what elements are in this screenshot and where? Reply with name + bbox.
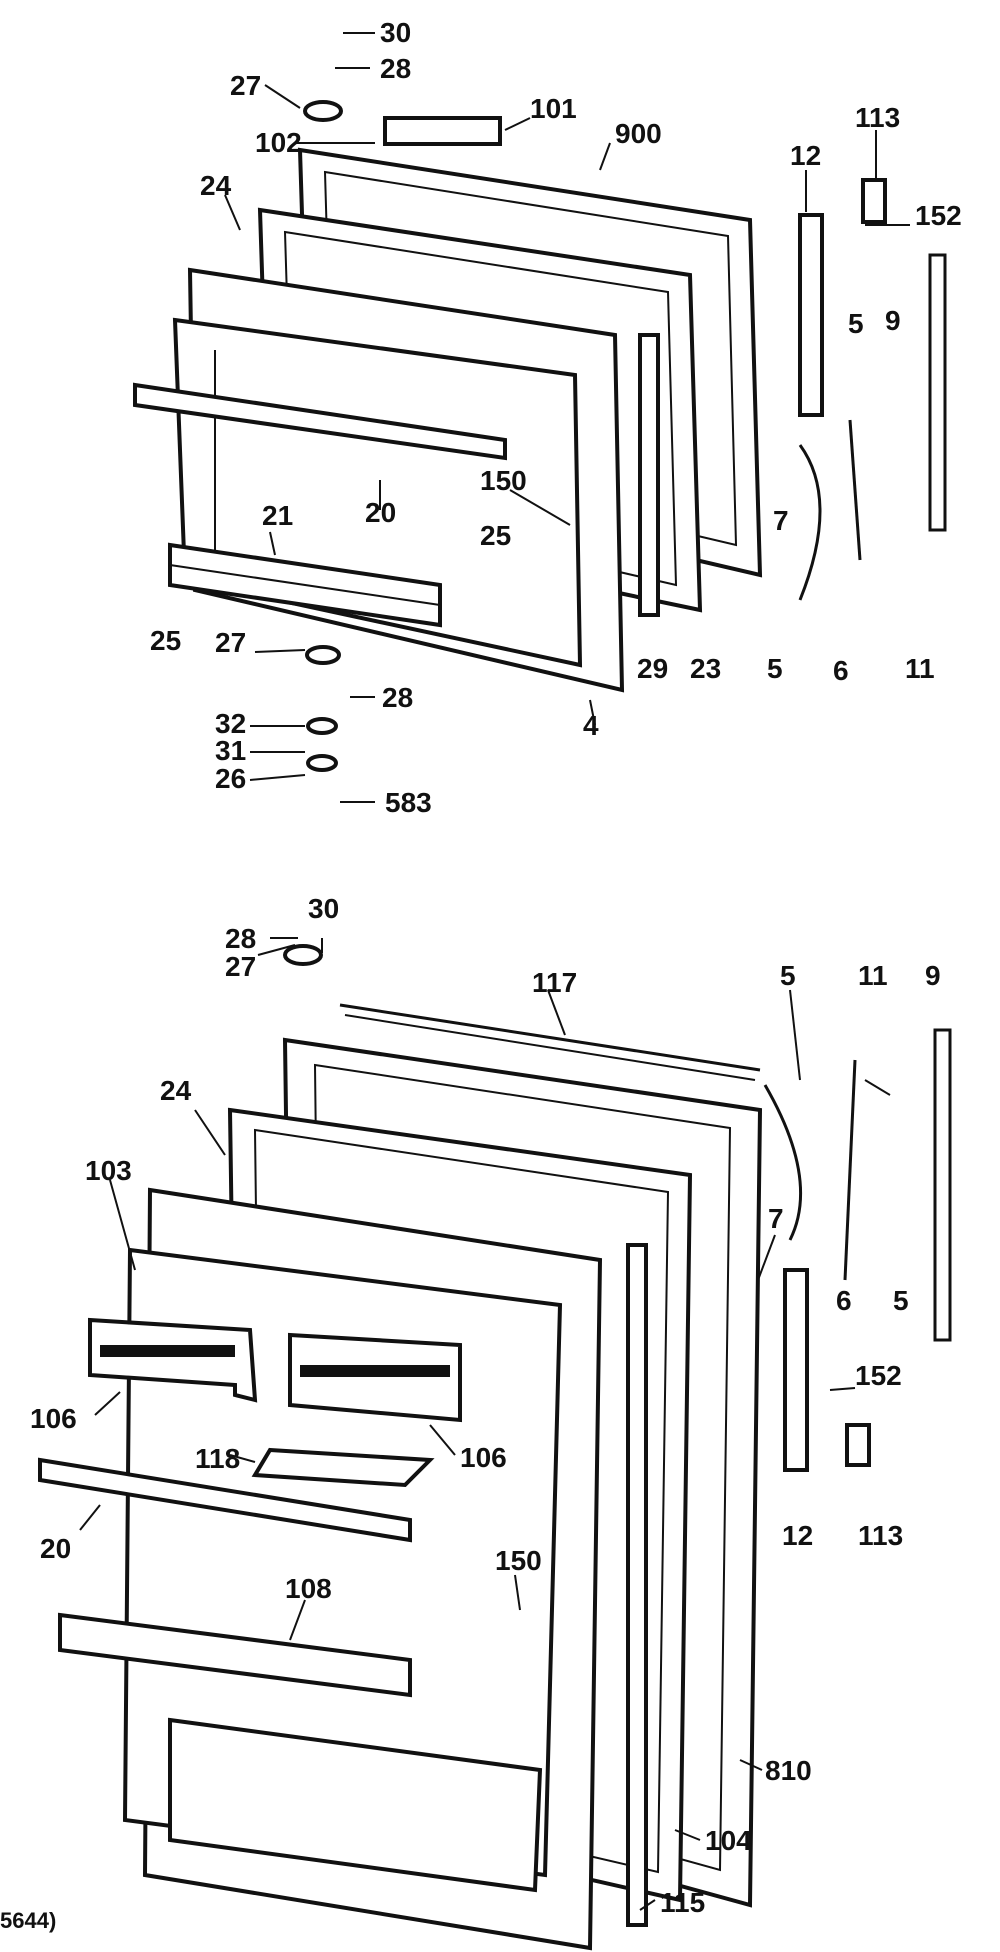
door-bin-right — [288, 1332, 462, 1423]
label-20: 20 — [365, 497, 396, 528]
bottom-shelf — [168, 1717, 543, 1893]
breaker-strip-lower — [626, 1243, 648, 1927]
footer-code: 5644) — [0, 1908, 56, 1933]
handle-lower — [763, 1084, 803, 1241]
label-103: 103 — [85, 1155, 132, 1186]
label-6: 6 — [833, 655, 849, 686]
bushing-lower — [845, 1423, 871, 1467]
hinge-bar-lower — [783, 1268, 809, 1472]
label-27-lower: 27 — [225, 951, 256, 982]
upper-door-assembly: 30 28 27 101 102 900 12 113 152 24 5 9 7… — [133, 17, 962, 818]
label-25-left: 25 — [150, 625, 181, 656]
label-12-lower: 12 — [782, 1520, 813, 1551]
label-28-lower: 28 — [225, 923, 256, 954]
label-24: 24 — [200, 170, 232, 201]
label-28: 28 — [380, 53, 411, 84]
label-12: 12 — [790, 140, 821, 171]
shelf-bar-lower — [38, 1457, 412, 1543]
label-24-lower: 24 — [160, 1075, 192, 1106]
label-5-top: 5 — [848, 308, 864, 339]
label-9: 9 — [885, 305, 901, 336]
label-27: 27 — [230, 70, 261, 101]
bushing — [861, 178, 887, 224]
label-30: 30 — [380, 17, 411, 48]
handle-cover-lower — [933, 1028, 952, 1342]
handle-cover — [928, 253, 947, 532]
label-106-left: 106 — [30, 1403, 77, 1434]
handle-trim — [848, 419, 862, 561]
label-11: 11 — [905, 653, 935, 684]
label-7: 7 — [773, 505, 789, 536]
label-115: 115 — [660, 1887, 705, 1918]
label-28-bottom: 28 — [382, 682, 413, 713]
label-104: 104 — [705, 1825, 752, 1856]
label-29: 29 — [637, 653, 668, 684]
label-900: 900 — [615, 118, 662, 149]
hinge-bar — [798, 213, 824, 417]
label-5-lower-top: 5 — [780, 960, 796, 991]
dairy-tray — [251, 1447, 435, 1488]
label-6-lower: 6 — [836, 1285, 852, 1316]
label-5-bottom: 5 — [767, 653, 783, 684]
label-152: 152 — [915, 200, 962, 231]
label-118: 118 — [195, 1443, 240, 1474]
label-113: 113 — [855, 102, 900, 133]
label-5-lower-bottom: 5 — [893, 1285, 909, 1316]
label-9-lower: 9 — [925, 960, 941, 991]
label-810: 810 — [765, 1755, 812, 1786]
label-583: 583 — [385, 787, 432, 818]
label-20-lower: 20 — [40, 1533, 71, 1564]
label-106-right: 106 — [460, 1442, 507, 1473]
breaker-strip — [638, 333, 660, 617]
label-32: 32 — [215, 708, 246, 739]
label-152-lower: 152 — [855, 1360, 902, 1391]
label-113-lower: 113 — [858, 1520, 903, 1551]
lower-door-assembly: 30 28 27 117 5 11 9 24 103 7 6 5 106 106… — [30, 893, 952, 1951]
shelf-bar — [133, 382, 507, 461]
label-7-lower: 7 — [768, 1203, 784, 1234]
handle-trim-lower — [843, 1059, 857, 1281]
label-150: 150 — [480, 465, 527, 496]
label-108: 108 — [285, 1573, 332, 1604]
label-4: 4 — [583, 710, 599, 741]
label-26: 26 — [215, 763, 246, 794]
label-102: 102 — [255, 127, 302, 158]
label-11-lower: 11 — [858, 960, 888, 991]
label-23: 23 — [690, 653, 721, 684]
label-31: 31 — [215, 735, 246, 766]
label-117: 117 — [532, 967, 577, 998]
label-150-lower: 150 — [495, 1545, 542, 1576]
door-shelf — [58, 1612, 412, 1698]
label-21: 21 — [262, 500, 293, 531]
label-101: 101 — [530, 93, 577, 124]
label-25-right: 25 — [480, 520, 511, 551]
door-bin-left — [88, 1317, 258, 1403]
label-30-lower: 30 — [308, 893, 339, 924]
handle — [798, 444, 822, 601]
label-27-bottom: 27 — [215, 627, 246, 658]
